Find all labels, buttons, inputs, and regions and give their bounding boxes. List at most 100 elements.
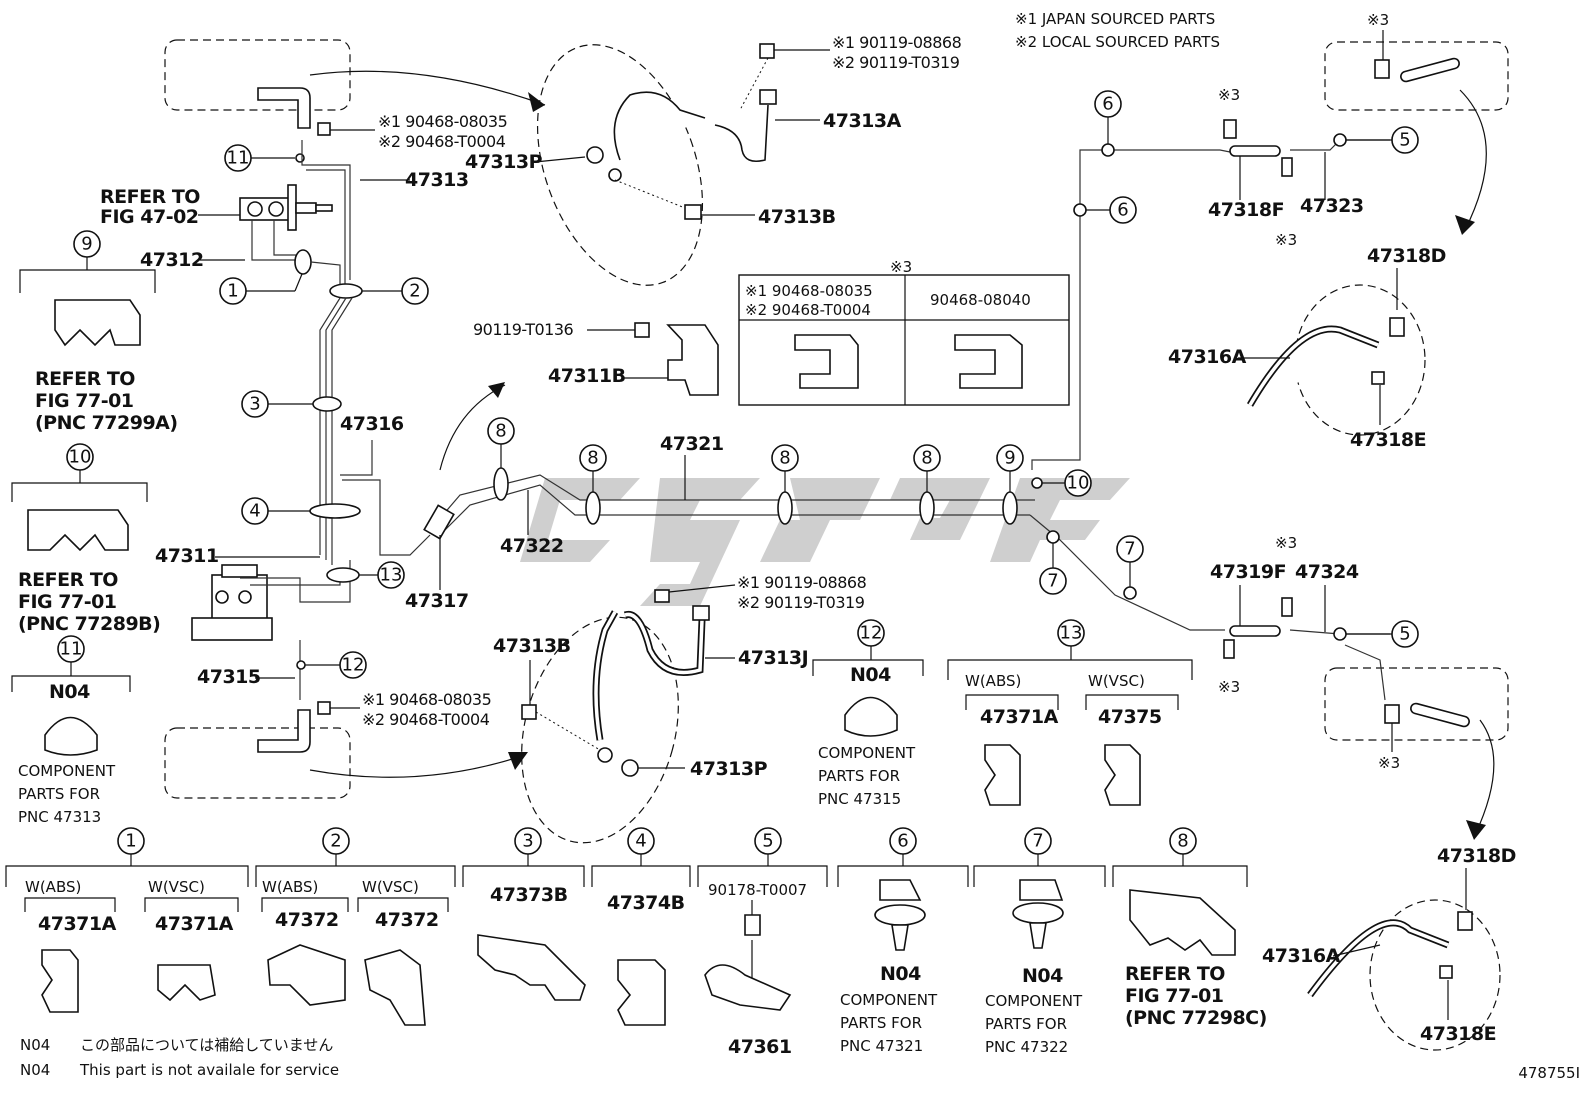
- pn-47313A: 47313A: [823, 110, 902, 132]
- svg-text:REFER TO: REFER TO: [1125, 963, 1225, 985]
- svg-text:12: 12: [860, 623, 883, 644]
- svg-text:2: 2: [330, 831, 341, 852]
- clip-table: ※3 ※1 90468-08035 ※2 90468-T0004 90468-0…: [738, 258, 1070, 406]
- callout-group-5: 5 90178-T0007 47361: [697, 827, 828, 1058]
- pn-47312: 47312: [140, 249, 204, 271]
- svg-text:1: 1: [227, 281, 238, 302]
- callout-group-10: 10 REFER TO FIG 77-01 (PNC 77289B): [11, 443, 161, 635]
- svg-text:PARTS FOR: PARTS FOR: [985, 1015, 1067, 1033]
- bottom-right-detail-ellipse: [1369, 899, 1501, 1051]
- svg-text:COMPONENT: COMPONENT: [18, 762, 116, 780]
- svg-text:W(ABS): W(ABS): [965, 672, 1021, 690]
- pn-47324: 47324: [1295, 561, 1359, 583]
- clip-table-right-pn: 90468-08040: [930, 291, 1031, 309]
- svg-text:COMPONENT: COMPONENT: [840, 991, 938, 1009]
- top-bolt-local-pn: ※2 90119-T0319: [832, 53, 960, 72]
- bot-bolt-japan-pn: ※1 90119-08868: [737, 573, 867, 592]
- pn-47313P-bot: 47313P: [690, 758, 768, 780]
- svg-text:(PNC 77289B): (PNC 77289B): [18, 613, 160, 635]
- svg-text:PNC 47315: PNC 47315: [818, 790, 901, 808]
- pn-47316: 47316: [340, 413, 404, 435]
- pn-47318F: 47318F: [1208, 199, 1284, 221]
- svg-text:COMPONENT: COMPONENT: [985, 992, 1083, 1010]
- watermark: [520, 478, 1130, 606]
- bottom-arrow: [309, 754, 526, 778]
- svg-text:8: 8: [587, 448, 598, 469]
- pn-47316A-bot: 47316A: [1262, 945, 1341, 967]
- svg-text:PARTS FOR: PARTS FOR: [818, 767, 900, 785]
- top-right-detail-ellipse: [1294, 284, 1426, 436]
- callout-group-3: 3 47373B: [462, 827, 586, 1001]
- svg-text:47374B: 47374B: [607, 892, 685, 914]
- svg-text:5: 5: [762, 831, 773, 852]
- pn-47313J: 47313J: [738, 647, 808, 669]
- callout-circle-6a: [1094, 90, 1122, 118]
- bottom-left-detail-box: [164, 727, 351, 799]
- clip-table-japan-pn: ※1 90468-08035: [745, 282, 873, 300]
- svg-text:13: 13: [380, 565, 403, 586]
- top-arrow-head: [528, 92, 545, 112]
- svg-text:2: 2: [409, 281, 420, 302]
- svg-text:47375: 47375: [1098, 706, 1162, 728]
- footer-n04-en-text: This part is not availale for service: [79, 1061, 339, 1079]
- svg-text:COMPONENT: COMPONENT: [818, 744, 916, 762]
- svg-text:PNC 47321: PNC 47321: [840, 1037, 923, 1055]
- top-bolt-japan-pn: ※1 90119-08868: [832, 33, 962, 52]
- svg-text:N04: N04: [850, 664, 891, 686]
- svg-text:5: 5: [1399, 130, 1410, 151]
- refer-fig-47-02-line2: FIG 47-02: [100, 206, 199, 228]
- pn-47317: 47317: [405, 590, 469, 612]
- pn-47313P-top: 47313P: [465, 151, 543, 173]
- svg-text:REFER TO: REFER TO: [35, 368, 135, 390]
- svg-text:6: 6: [1102, 94, 1113, 115]
- svg-text:※3: ※3: [1367, 11, 1389, 29]
- svg-text:N04: N04: [880, 963, 921, 985]
- svg-text:PARTS FOR: PARTS FOR: [18, 785, 100, 803]
- svg-text:(PNC 77298C): (PNC 77298C): [1125, 1007, 1267, 1029]
- pn-47313B-bot: 47313B: [493, 635, 571, 657]
- svg-text:W(VSC): W(VSC): [362, 878, 419, 896]
- pn-47321: 47321: [660, 433, 724, 455]
- svg-text:FIG 77-01: FIG 77-01: [35, 390, 134, 412]
- pn-47313B-top: 47313B: [758, 206, 836, 228]
- abs-actuator: [191, 560, 351, 641]
- svg-text:N04: N04: [1022, 965, 1063, 987]
- svg-text:10: 10: [1067, 473, 1090, 494]
- svg-text:8: 8: [779, 448, 790, 469]
- clip-shape-left: [794, 334, 859, 389]
- pn-47316A-top: 47316A: [1168, 346, 1247, 368]
- callout-group-6: 6 N04 COMPONENT PARTS FOR PNC 47321: [837, 827, 969, 1055]
- svg-text:9: 9: [1004, 448, 1015, 469]
- callout-circle-7b: [1116, 535, 1144, 563]
- top-left-pipe-end: [257, 87, 311, 129]
- svg-text:4: 4: [249, 501, 260, 522]
- top-detail-ellipse: [536, 44, 704, 286]
- svg-text:7: 7: [1047, 571, 1058, 592]
- top-clip-local-pn: ※2 90468-T0004: [378, 132, 506, 151]
- footer-n04-jp-text: この部品については補給していません: [80, 1036, 333, 1054]
- svg-text:12: 12: [342, 655, 365, 676]
- pn-47318D-top: 47318D: [1367, 245, 1446, 267]
- svg-text:1: 1: [125, 831, 136, 852]
- svg-text:11: 11: [60, 639, 83, 660]
- svg-text:4: 4: [635, 831, 646, 852]
- figure-id: 478755I: [1518, 1064, 1580, 1082]
- pn-47311B: 47311B: [548, 365, 626, 387]
- pipe-47313: [301, 140, 351, 280]
- svg-text:6: 6: [897, 831, 908, 852]
- pn-47313: 47313: [405, 169, 469, 191]
- callout-group-7: 7 N04 COMPONENT PARTS FOR PNC 47322: [973, 827, 1106, 1056]
- callout-circle-9-main: [996, 444, 1024, 472]
- svg-text:FIG 77-01: FIG 77-01: [18, 591, 117, 613]
- svg-text:3: 3: [522, 831, 533, 852]
- pn-47318E-top: 47318E: [1350, 429, 1426, 451]
- callout-circle-13-main: [377, 561, 405, 589]
- svg-text:8: 8: [1177, 831, 1188, 852]
- callout-circle-11-main-label: 11: [227, 148, 250, 169]
- top-right-detail-box: [1324, 41, 1509, 111]
- svg-text:N04: N04: [49, 681, 90, 703]
- svg-text:W(VSC): W(VSC): [1088, 672, 1145, 690]
- svg-text:W(ABS): W(ABS): [262, 878, 318, 896]
- joint-47317: [423, 504, 455, 540]
